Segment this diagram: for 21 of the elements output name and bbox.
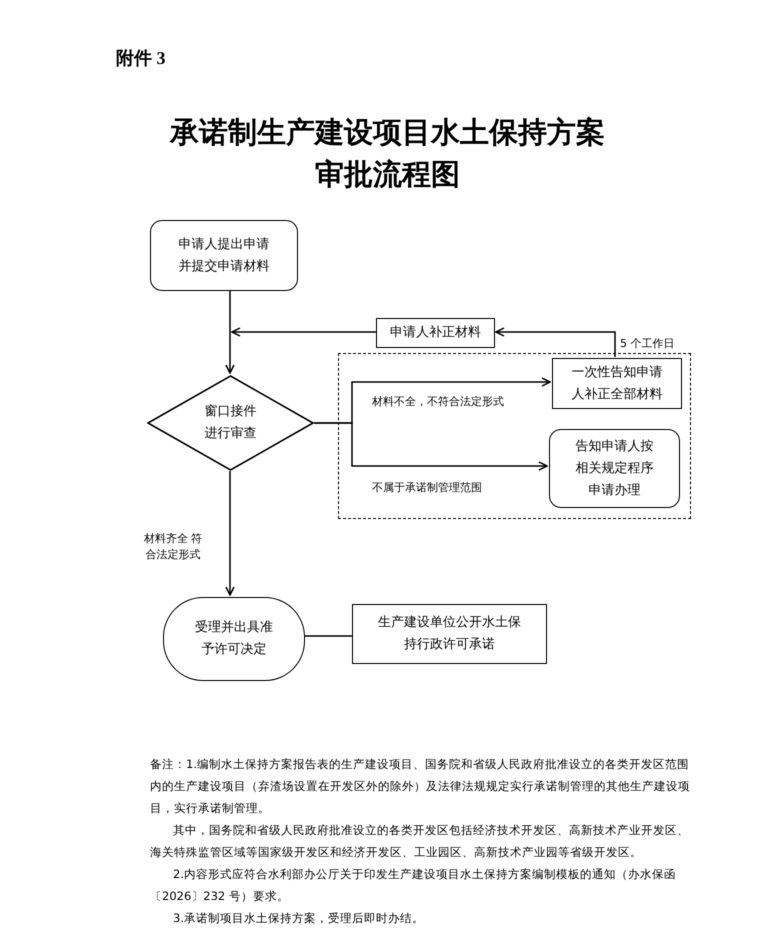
- note-text: 2.内容形式应符合水利部办公厅关于印发生产建设项目水土保持方案编制模板的通知（办水保函〔2026〕232 号）要求。: [150, 866, 677, 905]
- note-text: 其中，国务院和省级人民政府批准设立的各类开发区包括经济技术开发区、高新技术产业开发区、海关特殊监管区域等国家级开发区和经济开发区、工业园区、高新技术产业园等省级开发区。: [150, 822, 690, 861]
- arrow: [495, 327, 616, 357]
- arrow: [314, 422, 548, 471]
- title: 承诺制生产建设项目水土保持方案审批流程图: [170, 116, 605, 193]
- attachment-label: 附件 3: [116, 50, 166, 66]
- process-box: 告知申请人按相关规定程序申请办理: [549, 429, 680, 508]
- process-box: 申请人补正材料: [376, 318, 495, 348]
- arrow: [231, 327, 376, 337]
- decision-diamond: 窗口接件进行审查: [147, 375, 314, 471]
- process-box: 申请人提出申请并提交申请材料: [150, 220, 298, 291]
- connector-line: [305, 635, 352, 637]
- arrow: [225, 471, 235, 596]
- note-text: 备注：1.编制水土保持方案报告表的生产建设项目、国务院和省级人民政府批准设立的各类开发区范围内的生产建设项目（弃渣场设置在开发区外的除外）及法律法规规定实行承诺制管理的其他生产建设项目，实行承诺制管理。: [150, 756, 690, 817]
- edge-label: 不属于承诺制管理范围: [372, 480, 482, 496]
- arrow: [225, 332, 235, 374]
- process-box: 生产建设单位公开水土保持行政许可承诺: [352, 604, 547, 664]
- edge-label: 材料不全，不符合法定形式: [372, 394, 504, 410]
- process-box: 一次性告知申请人补正全部材料: [552, 358, 682, 409]
- terminal-box: 受理并出具准予许可决定: [163, 597, 305, 681]
- note-text: 3.承诺制项目水土保持方案，受理后即时办结。: [172, 910, 425, 927]
